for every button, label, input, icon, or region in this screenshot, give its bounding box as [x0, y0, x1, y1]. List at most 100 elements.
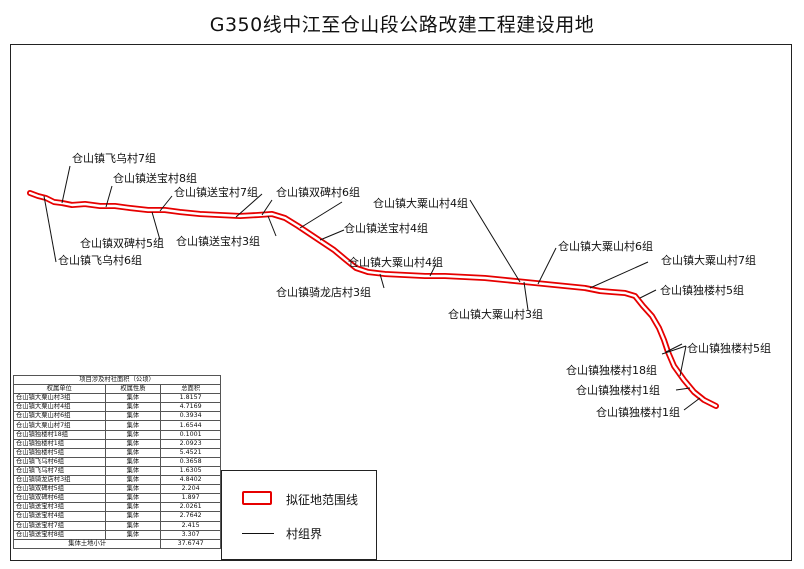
row-area: 2.415	[160, 520, 221, 531]
village-boundaries	[43, 165, 701, 411]
table-caption: 项目涉及村社面积（公顷）	[13, 374, 221, 386]
header-type: 权属性质	[104, 384, 162, 395]
total-value: 37.6747	[160, 538, 221, 549]
row-type: 集体	[104, 438, 162, 449]
label-dasushan-7: 仓山镇大粟山村7组	[661, 254, 756, 267]
row-area: 1.6544	[160, 420, 221, 431]
label-shuangbei-5: 仓山镇双碑村5组	[80, 237, 164, 250]
row-area: 3.307	[160, 529, 221, 540]
label-dasushan-3: 仓山镇大粟山村3组	[448, 308, 543, 321]
label-songbao-8: 仓山镇送宝村8组	[113, 172, 197, 185]
row-type: 集体	[104, 493, 162, 504]
row-area: 0.3934	[160, 411, 221, 422]
row-area: 2.0923	[160, 438, 221, 449]
legend: 拟征地范围线 村组界	[221, 470, 377, 560]
row-owner: 仓山镇独楼村5组	[13, 447, 106, 458]
label-dasushan-6: 仓山镇大粟山村6组	[558, 240, 653, 253]
label-dulou-18: 仓山镇独楼村18组	[566, 364, 657, 377]
total-label: 集体土地小计	[12, 538, 162, 549]
row-type: 集体	[104, 420, 162, 431]
row-area: 0.1001	[160, 429, 221, 440]
row-area: 1.897	[160, 493, 221, 504]
row-area: 0.3658	[160, 456, 221, 467]
row-type: 集体	[104, 465, 162, 477]
row-type: 集体	[104, 520, 162, 531]
row-area: 4.8402	[160, 475, 221, 486]
row-type: 集体	[104, 402, 162, 413]
label-songbao-3: 仓山镇送宝村3组	[176, 235, 260, 248]
row-type: 集体	[104, 484, 162, 495]
row-type: 集体	[104, 511, 162, 522]
row-area: 2.7642	[160, 511, 221, 522]
label-dulou-5-bottom: 仓山镇独楼村5组	[687, 342, 771, 355]
label-dulou-1-b: 仓山镇独楼村1组	[596, 406, 680, 419]
row-type: 集体	[104, 529, 162, 540]
label-dulou-1-a: 仓山镇独楼村1组	[576, 384, 660, 397]
row-type: 集体	[104, 447, 162, 458]
row-area: 2.204	[160, 484, 221, 495]
header-area: 总面积	[160, 384, 221, 395]
row-owner: 仓山镇飞乌村6组	[13, 456, 106, 467]
row-type: 集体	[104, 456, 162, 467]
legend-boundary-label: 拟征地范围线	[286, 493, 359, 507]
row-area: 1.8157	[160, 393, 221, 404]
row-owner: 仓山镇送宝村4组	[13, 511, 106, 522]
row-owner: 仓山镇大粟山村4组	[13, 402, 106, 413]
label-shuangbei-6: 仓山镇双碑村6组	[276, 186, 360, 199]
row-owner: 仓山镇送宝村3组	[13, 502, 106, 513]
label-dulou-5-top: 仓山镇独楼村5组	[660, 284, 744, 297]
row-area: 5.4521	[160, 447, 221, 458]
row-owner: 仓山镇双碑村5组	[13, 484, 106, 495]
row-type: 集体	[104, 429, 162, 440]
row-area: 1.6305	[160, 465, 221, 477]
row-area: 4.7169	[160, 402, 221, 413]
label-feiwu-6: 仓山镇飞乌村6组	[58, 254, 142, 267]
row-owner: 仓山镇双碑村6组	[13, 493, 106, 504]
label-songbao-7: 仓山镇送宝村7组	[174, 186, 258, 199]
row-owner: 仓山镇骑龙店村3组	[13, 475, 106, 486]
label-feiwu-7: 仓山镇飞乌村7组	[72, 152, 156, 165]
row-owner: 仓山镇大粟山村3组	[13, 393, 106, 404]
map-frame	[10, 44, 792, 561]
label-dasushan-4-mid: 仓山镇大粟山村4组	[348, 256, 443, 269]
row-owner: 仓山镇独楼村18组	[13, 429, 106, 440]
map-title: G350线中江至仓山段公路改建工程建设用地	[209, 14, 595, 36]
row-owner: 仓山镇送宝村8组	[13, 529, 106, 540]
row-owner: 仓山镇飞乌村7组	[13, 465, 106, 477]
row-type: 集体	[104, 502, 162, 513]
legend-village-line-swatch	[242, 533, 274, 534]
label-qilongdian-3: 仓山镇骑龙店村3组	[276, 286, 371, 299]
header-owner: 权属单位	[13, 384, 106, 395]
row-owner: 仓山镇大粟山村6组	[13, 411, 106, 422]
row-area: 2.0261	[160, 502, 221, 513]
legend-boundary-swatch	[242, 491, 272, 505]
legend-village-line-label: 村组界	[286, 527, 323, 541]
row-owner: 仓山镇独楼村1组	[13, 438, 106, 449]
row-owner: 仓山镇送宝村7组	[13, 520, 106, 531]
road-centerline	[28, 191, 718, 408]
row-type: 集体	[104, 393, 162, 404]
row-type: 集体	[104, 411, 162, 422]
label-dasushan-4-top: 仓山镇大粟山村4组	[373, 197, 468, 210]
row-owner: 仓山镇大粟山村7组	[13, 420, 106, 431]
row-type: 集体	[104, 475, 162, 486]
label-songbao-4: 仓山镇送宝村4组	[344, 222, 428, 235]
